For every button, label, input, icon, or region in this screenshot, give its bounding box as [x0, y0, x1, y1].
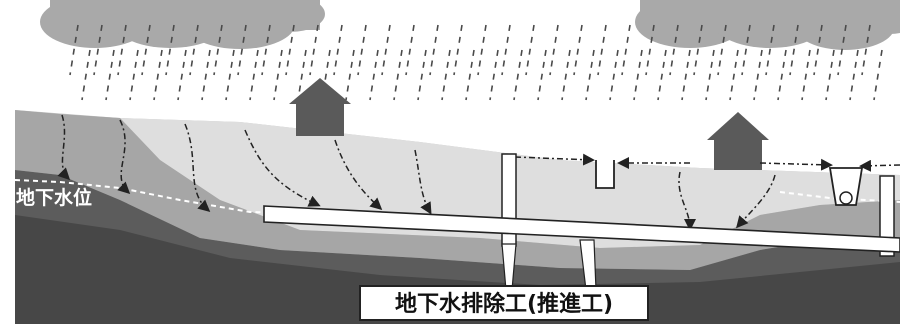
rain-streak [681, 49, 691, 101]
rain-streak [585, 49, 595, 101]
rain-streak [669, 24, 679, 76]
rain-streak [789, 24, 799, 76]
rain-streak [81, 49, 91, 101]
rain-streak [489, 49, 499, 101]
infiltration-arrows [57, 114, 776, 231]
rain-streak [525, 24, 535, 76]
rain-streak [117, 24, 127, 76]
rain-streak [345, 49, 355, 101]
rain-streak [225, 49, 235, 101]
house-left [289, 78, 351, 136]
rain-streak [609, 49, 619, 101]
rain-streak [153, 49, 163, 101]
rain-streak [741, 24, 751, 76]
rain-streak [417, 49, 427, 101]
rain-streak [633, 49, 643, 101]
rain-streak [645, 24, 655, 76]
rain-streak [189, 24, 199, 76]
rain-streak [501, 24, 511, 76]
rain-streak [141, 24, 151, 76]
rain-streak [273, 49, 283, 101]
rain-streak [213, 24, 223, 76]
rain-streak [237, 24, 247, 76]
rain-streak [861, 24, 871, 76]
surface-drain-arrows [514, 153, 900, 172]
rain-streak [309, 24, 319, 76]
rain-streak [105, 49, 115, 101]
rain-streak [477, 24, 487, 76]
rain-streak [693, 24, 703, 76]
rain-streak [597, 24, 607, 76]
rain-streak [369, 49, 379, 101]
rain-streak [813, 24, 823, 76]
shaft-right [879, 175, 895, 257]
rain-streak [261, 24, 271, 76]
rain-streak [573, 24, 583, 76]
rain-streak [801, 49, 811, 101]
caption-box [359, 285, 649, 321]
rain-streak [201, 49, 211, 101]
rain-streak [717, 24, 727, 76]
surface-gutter-middle [595, 160, 615, 189]
rain-streak [129, 49, 139, 101]
rain-streak [621, 24, 631, 76]
rain-streak [765, 24, 775, 76]
rain-streak [321, 49, 331, 101]
rain-streak [453, 24, 463, 76]
caption-label: 地下水排除工(推進工) [395, 291, 613, 317]
rain-streak [285, 24, 295, 76]
surface-gutter-right [828, 167, 864, 206]
drainage-pipe [263, 205, 900, 253]
rain-streak [177, 49, 187, 101]
rain [69, 24, 883, 101]
rain-streak [405, 24, 415, 76]
rain-streak [777, 49, 787, 101]
rain-streak [333, 24, 343, 76]
rain-streak [393, 49, 403, 101]
rain-streak [165, 24, 175, 76]
rain-streak [657, 49, 667, 101]
rain-streak [549, 24, 559, 76]
cloud-right [635, 0, 900, 50]
caption-leaders [501, 239, 597, 291]
rain-streak [825, 49, 835, 101]
ground-mid-layer [15, 110, 900, 270]
cloud-left [40, 0, 325, 49]
house-right [707, 112, 769, 170]
rain-streak [705, 49, 715, 101]
rain-streak [357, 24, 367, 76]
rain-streak [465, 49, 475, 101]
rain-streak [837, 24, 847, 76]
rain-streak [729, 49, 739, 101]
groundwater-level-label: 地下水位 [16, 186, 92, 209]
rain-streak [69, 24, 79, 76]
rain-streak [429, 24, 439, 76]
rain-streak [441, 49, 451, 101]
groundwater-level-line [14, 179, 900, 215]
rain-streak [249, 49, 259, 101]
rain-streak [537, 49, 547, 101]
bedrock-layer [15, 215, 900, 324]
rain-streak [93, 24, 103, 76]
rain-streak [849, 49, 859, 101]
rain-streak [561, 49, 571, 101]
rain-streak [381, 24, 391, 76]
rain-streak [873, 49, 883, 101]
rain-streak [753, 49, 763, 101]
rain-streak [297, 49, 307, 101]
rain-streak [513, 49, 523, 101]
